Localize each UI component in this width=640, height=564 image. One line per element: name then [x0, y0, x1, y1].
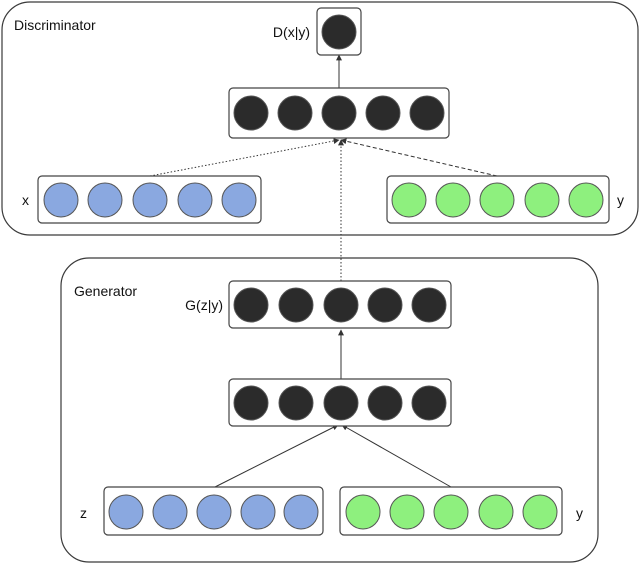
disc-output-label: D(x|y)	[273, 24, 310, 40]
gen-hidden-node	[278, 385, 314, 421]
gen-z-layer: z	[80, 486, 324, 536]
x-node	[177, 182, 213, 218]
x-node	[221, 182, 257, 218]
disc-hidden-layer	[228, 87, 450, 139]
discriminator-title: Discriminator	[14, 17, 96, 33]
edge-z-to-hidden	[214, 424, 339, 488]
generator-title: Generator	[74, 283, 137, 299]
y-node	[433, 494, 469, 530]
edge-x-to-hidden	[149, 138, 340, 177]
disc-hidden-node	[233, 95, 269, 131]
gen-z-label: z	[80, 505, 87, 521]
z-node	[152, 494, 188, 530]
gen-y-layer: y	[339, 486, 583, 536]
gen-output-node	[411, 287, 447, 323]
gen-output-layer: G(z|y)	[185, 280, 452, 329]
z-node	[283, 494, 319, 530]
edge-y-to-hidden	[340, 138, 498, 177]
y-node	[389, 494, 425, 530]
gen-output-node	[278, 287, 314, 323]
disc-y-layer: y	[386, 175, 624, 224]
gen-y-label: y	[576, 505, 583, 521]
gen-output-node	[233, 287, 269, 323]
gen-hidden-layer	[228, 378, 452, 427]
gen-output-node	[367, 287, 403, 323]
y-node	[345, 494, 381, 530]
disc-x-label: x	[22, 192, 29, 208]
disc-hidden-node	[277, 95, 313, 131]
y-node	[568, 182, 604, 218]
gen-output-label: G(z|y)	[185, 297, 223, 313]
disc-hidden-node	[409, 95, 445, 131]
edge-y-to-gen-hidden	[341, 424, 452, 488]
disc-hidden-node	[321, 95, 357, 131]
y-node	[524, 182, 560, 218]
z-node	[196, 494, 232, 530]
gen-output-node	[323, 287, 359, 323]
x-node	[132, 182, 168, 218]
gen-hidden-node	[323, 385, 359, 421]
y-node	[479, 182, 515, 218]
disc-y-label: y	[617, 192, 624, 208]
disc-output-layer: D(x|y)	[273, 7, 362, 56]
y-node	[391, 182, 427, 218]
x-node	[43, 182, 79, 218]
disc-output-node	[321, 14, 357, 50]
edges	[149, 54, 498, 488]
gen-hidden-node	[411, 385, 447, 421]
y-node	[435, 182, 471, 218]
gen-hidden-node	[233, 385, 269, 421]
z-node	[108, 494, 144, 530]
z-node	[240, 494, 276, 530]
y-node	[478, 494, 514, 530]
disc-hidden-node	[365, 95, 401, 131]
disc-x-layer: x	[22, 175, 262, 224]
x-node	[87, 182, 123, 218]
gen-hidden-node	[367, 385, 403, 421]
y-node	[522, 494, 558, 530]
